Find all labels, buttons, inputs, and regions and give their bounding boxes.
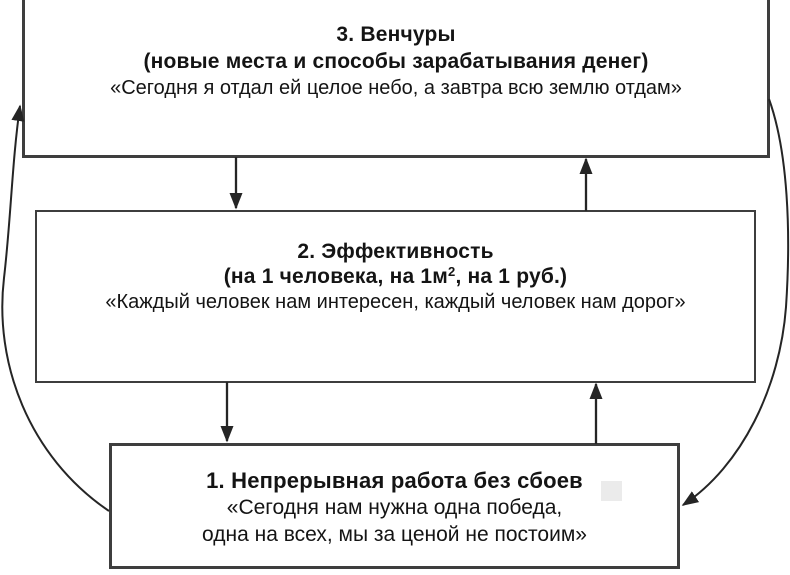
box-continuous-work-title: 1. Непрерывная работа без сбоев: [206, 468, 583, 493]
box-efficiency-subtitle: (на 1 человека, на 1м2, на 1 руб.): [37, 264, 754, 289]
box-efficiency-quote: «Каждый человек нам интересен, каждый че…: [105, 291, 686, 313]
box-efficiency: 2. Эффективность (на 1 человека, на 1м2,…: [35, 210, 756, 383]
box-ventures-subtitle: (новые места и способы зарабатывания ден…: [143, 50, 649, 73]
box-continuous-work-quote-line2: одна на всех, мы за ценой не постоим»: [202, 523, 587, 546]
box-efficiency-subtitle-pre: (на 1 человека, на 1м: [223, 265, 448, 288]
box-efficiency-subtitle-superscript: 2: [447, 264, 456, 280]
box-continuous-work: 1. Непрерывная работа без сбоев «Сегодня…: [109, 443, 680, 569]
box-ventures-title: 3. Венчуры: [336, 23, 456, 46]
box-efficiency-subtitle-post: , на 1 руб.): [455, 265, 568, 288]
box-continuous-work-quote-line1: «Сегодня нам нужна одна победа,: [226, 496, 563, 519]
scan-artifact-smudge: [601, 481, 622, 501]
box-efficiency-title: 2. Эффективность: [297, 240, 494, 263]
box-ventures-quote: «Сегодня я отдал ей целое небо, а завтра…: [110, 77, 682, 99]
box-ventures: 3. Венчуры (новые места и способы зараба…: [22, 0, 770, 158]
